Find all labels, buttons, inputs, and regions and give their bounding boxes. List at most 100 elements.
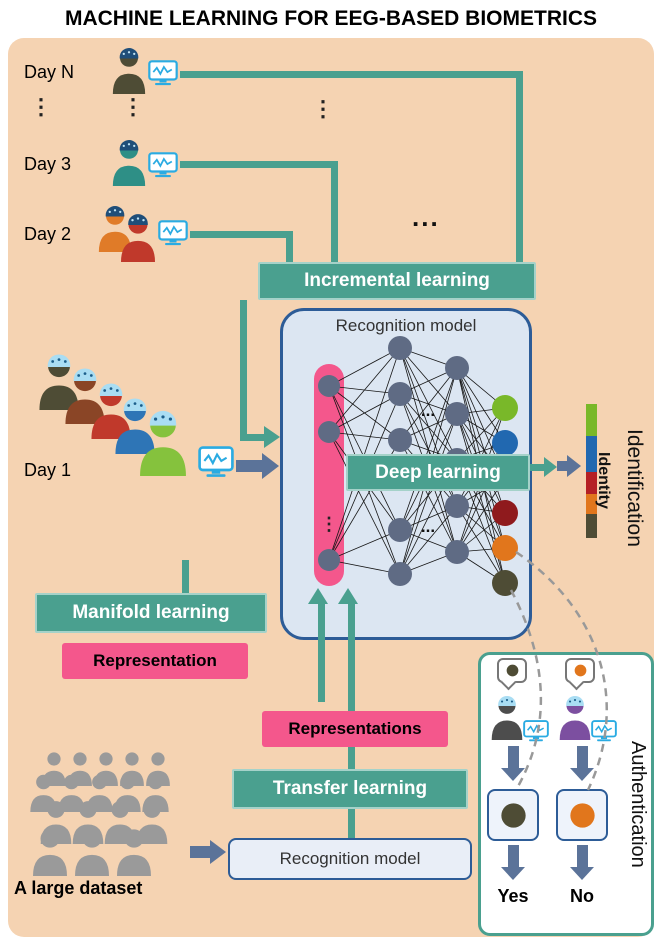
hidden-node xyxy=(445,402,469,426)
day-3-person-icon xyxy=(110,138,148,186)
hidden-node xyxy=(388,428,412,452)
auth-arrow-2-head-icon xyxy=(570,768,594,781)
model-output-arrowhead-icon xyxy=(544,457,557,477)
svg-text:⋮: ⋮ xyxy=(320,514,338,534)
auth-bubble-2-dot-icon xyxy=(574,664,587,677)
output-node xyxy=(492,500,518,526)
representations-box: Representations xyxy=(262,711,448,747)
auth-arrow-4-head-icon xyxy=(570,867,594,880)
connector-representations-arrow2 xyxy=(348,602,355,711)
auth-yes-label: Yes xyxy=(497,886,529,906)
transfer-learning-box: Transfer learning xyxy=(232,769,468,809)
hidden-node xyxy=(388,336,412,360)
pretrained-recognition-model-box: Recognition model xyxy=(228,838,472,880)
hidden-node xyxy=(445,494,469,518)
auth-arrow-4 xyxy=(570,845,594,880)
representation-box: Representation xyxy=(62,643,248,679)
auth-arrow-3-shaft xyxy=(507,845,519,867)
identity-bar-segment xyxy=(586,472,597,494)
representations-arrowhead2-icon xyxy=(338,588,358,604)
connector-day3-v xyxy=(331,161,338,264)
identification-label: Identification xyxy=(623,429,646,547)
input-node xyxy=(318,375,340,397)
manifold-learning-box: Manifold learning xyxy=(35,593,267,633)
day1-person-2-icon xyxy=(62,366,108,424)
identity-color-bar xyxy=(586,404,597,538)
connector-representations-arrow1 xyxy=(318,602,325,702)
auth-arrow-3 xyxy=(501,845,525,880)
day-2-label: Day 2 xyxy=(24,224,72,244)
dataset-arrow-shaft xyxy=(190,846,210,858)
identity-bar-segment xyxy=(586,404,597,436)
crowd-person-icon xyxy=(30,826,70,876)
output-node xyxy=(492,395,518,421)
day1-input-arrowhead-icon xyxy=(262,453,279,479)
auth-no-label: No xyxy=(570,886,594,906)
dataset-arrowhead-icon xyxy=(210,840,226,864)
auth-result-box-1 xyxy=(487,789,539,841)
day-2-person-back-icon xyxy=(96,204,134,252)
connector-manifold-stub xyxy=(182,560,189,595)
hidden-node xyxy=(388,562,412,586)
auth-arrow-2 xyxy=(570,746,594,781)
crowd-person-icon xyxy=(114,826,154,876)
model-output-arrow-teal xyxy=(528,457,557,477)
day1-computer-icon xyxy=(198,446,234,478)
auth-bubble-2 xyxy=(565,658,595,683)
days-ellipsis-left: ⋮ xyxy=(30,94,52,119)
connector-day3-h xyxy=(180,161,338,168)
svg-text:...: ... xyxy=(421,401,435,420)
auth-result-2-dot-icon xyxy=(569,802,596,829)
hidden-node xyxy=(445,540,469,564)
auth-arrow-1-head-icon xyxy=(501,768,525,781)
day1-input-arrow xyxy=(236,453,279,479)
recognition-model-title: Recognition model xyxy=(335,316,477,335)
day1-person-4-icon xyxy=(112,396,158,454)
auth-arrow-4-shaft xyxy=(576,845,588,867)
day-n-label: Day N xyxy=(24,62,75,82)
day-1-label: Day 1 xyxy=(24,460,72,480)
day1-input-arrow-shaft xyxy=(236,460,262,472)
connector-dayn-h xyxy=(180,71,523,78)
crowd-person-icon xyxy=(72,826,112,876)
identity-label: Identity xyxy=(595,451,612,509)
deep-learning-box: Deep learning xyxy=(346,454,530,491)
day-2-person-front-icon xyxy=(118,212,158,262)
auth-result-1-dot-icon xyxy=(500,802,527,829)
representations-arrowhead1-icon xyxy=(308,588,328,604)
input-node xyxy=(318,549,340,571)
day1-person-5-icon xyxy=(136,408,190,476)
auth-arrow-3-head-icon xyxy=(501,867,525,880)
identity-arrowhead-icon xyxy=(567,455,581,477)
incremental-learning-box: Incremental learning xyxy=(258,262,536,300)
crowd-person-icon xyxy=(134,798,170,844)
auth-computer-2-icon xyxy=(591,720,617,742)
connector-dayn-v xyxy=(516,71,523,264)
dataset-arrow xyxy=(190,840,226,864)
large-dataset-label: A large dataset xyxy=(14,878,143,898)
hidden-node xyxy=(388,518,412,542)
auth-arrow-2-shaft xyxy=(576,746,588,768)
authentication-label: Authentication xyxy=(627,740,649,868)
identity-bar-segment xyxy=(586,514,597,538)
input-node xyxy=(318,421,340,443)
day-n-computer-icon xyxy=(148,60,178,86)
connector-day2-v xyxy=(286,231,293,264)
hidden-node xyxy=(388,382,412,406)
connector-day2-h xyxy=(190,231,293,238)
output-node xyxy=(492,570,518,596)
auth-person-2-icon xyxy=(557,694,593,740)
auth-result-box-2 xyxy=(556,789,608,841)
auth-bubble-1-dot-icon xyxy=(506,664,519,677)
identity-arrow-shaft xyxy=(557,461,567,471)
auth-computer-1-icon xyxy=(523,720,549,742)
day-2-computer-icon xyxy=(158,220,188,246)
model-output-arrow-shaft xyxy=(528,463,544,471)
incremental-arrowhead-icon xyxy=(264,426,280,448)
day-3-label: Day 3 xyxy=(24,154,72,174)
identity-arrow xyxy=(557,455,581,477)
connector-incremental-v xyxy=(240,300,247,441)
identity-bar-segment xyxy=(586,436,597,472)
day1-person-3-icon xyxy=(88,381,134,439)
